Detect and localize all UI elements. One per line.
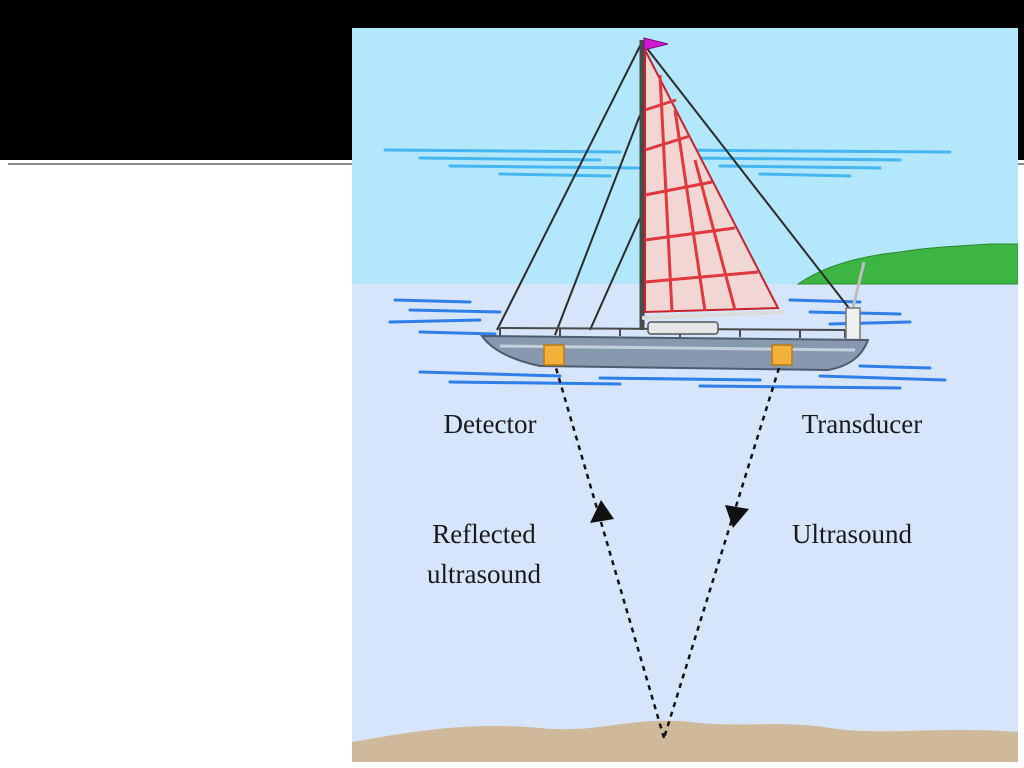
- sail-seams: [644, 74, 759, 313]
- cloud-streaks: [383, 148, 952, 178]
- boom: [641, 310, 786, 320]
- ultrasound-label: Ultrasound: [792, 519, 912, 549]
- stern-pole: [850, 261, 866, 313]
- hull: [480, 334, 870, 372]
- island: [796, 243, 1018, 285]
- sea-bottom: [352, 720, 1018, 762]
- transducer-label: Transducer: [802, 409, 923, 439]
- reflected-arrowhead: [590, 500, 614, 523]
- ultrasound-paths: [554, 367, 781, 739]
- ultrasound-arrowhead: [725, 505, 749, 528]
- stern-post: [845, 307, 861, 343]
- rigging: [496, 41, 853, 336]
- water-ripples: [388, 298, 947, 390]
- reflected-label-line1: Reflected: [432, 519, 536, 549]
- detector-label: Detector: [444, 409, 537, 439]
- cabin: [647, 321, 719, 335]
- detector-sensor: [543, 344, 565, 366]
- reflected-label-line2: ultrasound: [427, 559, 541, 589]
- transducer-sensor: [771, 344, 793, 366]
- pennant: [643, 37, 669, 51]
